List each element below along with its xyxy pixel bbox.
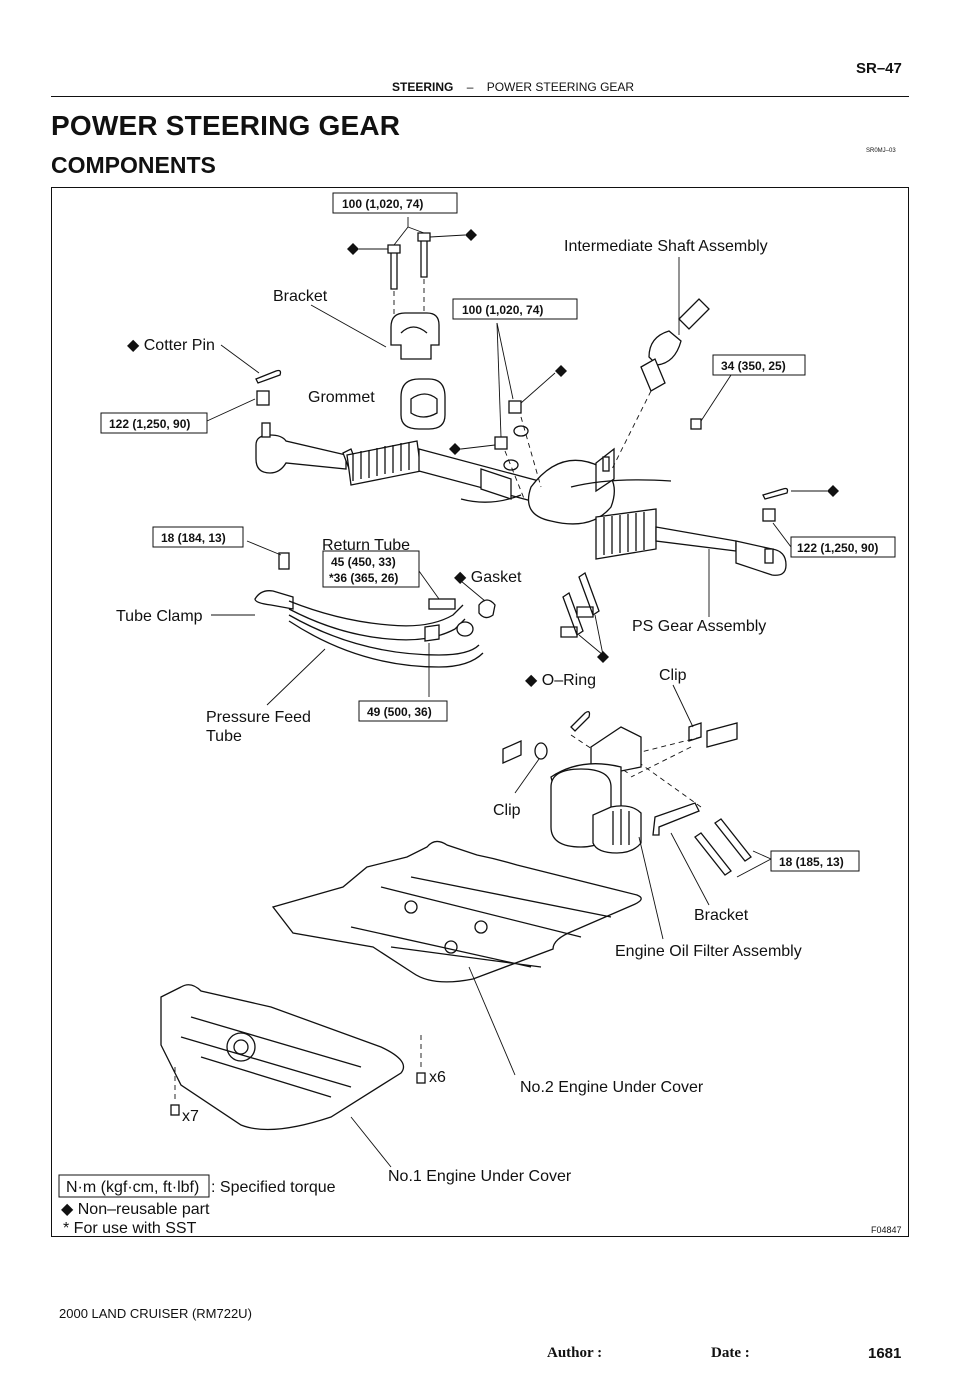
legend-unit: N·m (kgf·cm, ft·lbf)	[66, 1179, 199, 1196]
bracket-top-part	[310, 304, 440, 360]
torque-right-end: 122 (1,250, 90)	[797, 541, 878, 555]
label-pressure-feed-2: Tube	[206, 728, 242, 745]
torque-left-end: 122 (1,250, 90)	[109, 417, 190, 431]
label-cotter-pin: ◆ Cotter Pin	[127, 337, 215, 354]
legend-unit-text: : Specified torque	[211, 1179, 336, 1196]
label-bracket-top: Bracket	[273, 288, 328, 305]
torque-bracket: 18 (185, 13)	[779, 855, 844, 869]
steering-rack	[255, 422, 787, 576]
header-separator: –	[466, 80, 474, 94]
label-x6: x6	[429, 1069, 446, 1086]
label-grommet: Grommet	[308, 389, 375, 406]
header-subsection: POWER STEERING GEAR	[486, 80, 635, 94]
legend-sst: * For use with SST	[63, 1220, 197, 1237]
torque-box-top	[332, 192, 458, 214]
label-gasket: ◆ Gasket	[454, 569, 522, 586]
label-o-ring: ◆ O–Ring	[525, 672, 596, 689]
torque-return-2: *36 (365, 26)	[329, 571, 398, 585]
section-code: SR–47	[856, 60, 902, 77]
torque-box-return	[322, 550, 420, 588]
page-title: POWER STEERING GEAR	[51, 110, 401, 141]
torque-box-left-end	[100, 412, 208, 434]
components-diagram: 100 (1,020, 74) 100 (1,020, 74) 34 (350,…	[58, 192, 902, 1237]
label-no1-cover: No.1 Engine Under Cover	[388, 1168, 572, 1185]
reference-code: SR0MJ–03	[866, 148, 896, 154]
torque-shaft: 34 (350, 25)	[721, 359, 786, 373]
diagram-frame	[51, 187, 909, 1237]
header-rule	[51, 96, 909, 97]
label-clip-right: Clip	[659, 667, 687, 684]
cotter-pin-left	[206, 344, 282, 422]
label-pressure-feed-1: Pressure Feed	[206, 709, 311, 726]
mid-bolts	[449, 322, 567, 502]
date-label: Date :	[711, 1345, 750, 1361]
page-number: 1681	[868, 1345, 902, 1362]
label-bracket-lower: Bracket	[694, 907, 749, 924]
rack-bolts	[560, 572, 609, 663]
running-header: STEERING – POWER STEERING GEAR	[392, 80, 634, 94]
label-x7: x7	[182, 1108, 199, 1125]
torque-feed: 49 (500, 36)	[367, 705, 432, 719]
figure-code: F04847	[871, 1225, 902, 1235]
torque-box-right-end	[790, 536, 896, 558]
cotter-pin-right	[708, 485, 839, 617]
label-ps-gear: PS Gear Assembly	[632, 618, 766, 635]
intermediate-shaft-part	[610, 257, 732, 472]
label-intermediate-shaft: Intermediate Shaft Assembly	[564, 238, 768, 255]
torque-box-shaft	[712, 354, 806, 376]
oil-filter-assembly-part	[502, 684, 738, 940]
label-no2-cover: No.2 Engine Under Cover	[520, 1079, 704, 1096]
grommet-part	[400, 378, 446, 430]
torque-box-bracket	[770, 850, 860, 872]
top-bolts	[347, 217, 477, 331]
tubes	[211, 540, 496, 706]
label-oil-filter: Engine Oil Filter Assembly	[615, 943, 802, 960]
footer-model: 2000 LAND CRUISER (RM722U)	[59, 1306, 252, 1321]
label-return-tube: Return Tube	[322, 537, 410, 554]
bracket-lower-part	[652, 802, 772, 906]
author-label: Author :	[547, 1345, 603, 1361]
torque-top: 100 (1,020, 74)	[342, 197, 423, 211]
torque-return-1: 45 (450, 33)	[331, 555, 396, 569]
torque-box-mid	[452, 298, 578, 320]
no2-under-cover-part	[271, 840, 642, 1076]
legend-nonreusable: ◆ Non–reusable part	[61, 1201, 210, 1218]
label-tube-clamp: Tube Clamp	[116, 608, 203, 625]
torque-box-clamp	[152, 526, 244, 548]
torque-mid: 100 (1,020, 74)	[462, 303, 543, 317]
header-section: STEERING	[392, 80, 454, 94]
no1-under-cover-part	[160, 984, 426, 1168]
legend-unit-box	[58, 1174, 210, 1198]
torque-clamp: 18 (184, 13)	[161, 531, 226, 545]
label-clip-left: Clip	[493, 802, 521, 819]
torque-box-feed	[358, 700, 448, 722]
page-subtitle: COMPONENTS	[51, 152, 216, 178]
